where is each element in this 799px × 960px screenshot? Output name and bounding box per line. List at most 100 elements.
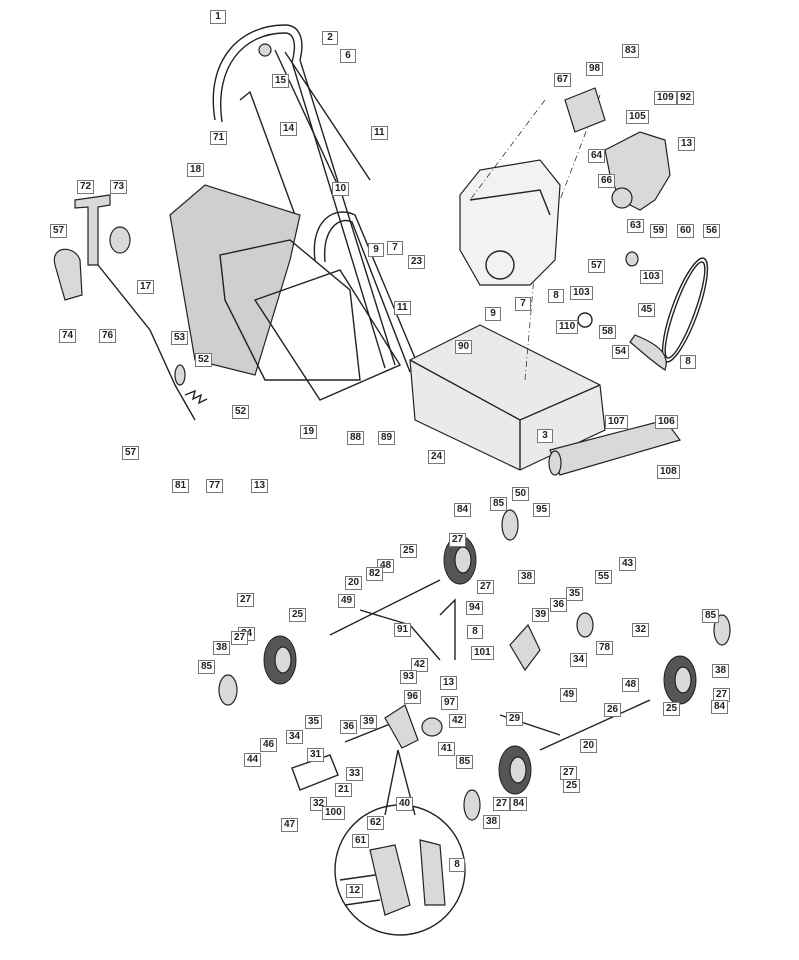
part-callout-38: 38 [518,570,536,584]
part-callout-78: 78 [596,641,614,655]
part-callout-26: 26 [604,703,622,717]
part-callout-8: 8 [680,355,696,369]
part-callout-2: 2 [322,31,338,45]
part-callout-67: 67 [554,73,572,87]
part-callout-45: 45 [638,303,656,317]
part-callout-76: 76 [99,329,117,343]
part-callout-36: 36 [550,598,568,612]
part-callout-27: 27 [477,580,495,594]
part-callout-81: 81 [172,479,190,493]
part-callout-13: 13 [678,137,696,151]
belt-drive [564,87,709,371]
part-callout-39: 39 [360,715,378,729]
part-callout-23: 23 [408,255,426,269]
part-callout-73: 73 [110,180,128,194]
part-callout-20: 20 [345,576,363,590]
part-callout-15: 15 [272,74,290,88]
engine [459,94,601,286]
part-callout-7: 7 [515,297,531,311]
part-callout-46: 46 [260,738,278,752]
part-callout-39: 39 [532,608,550,622]
part-callout-83: 83 [622,44,640,58]
part-callout-60: 60 [677,224,695,238]
part-callout-9: 9 [485,307,501,321]
part-callout-7: 7 [387,241,403,255]
part-callout-3: 3 [537,429,553,443]
part-callout-29: 29 [506,712,524,726]
axles [291,579,651,791]
part-callout-50: 50 [512,487,530,501]
part-callout-21: 21 [335,783,353,797]
part-callout-91: 91 [394,623,412,637]
part-callout-97: 97 [441,696,459,710]
part-callout-11: 11 [371,126,388,140]
part-callout-94: 94 [466,601,484,615]
part-callout-59: 59 [650,224,668,238]
part-callout-35: 35 [305,715,323,729]
part-callout-13: 13 [440,676,458,690]
part-callout-24: 24 [428,450,446,464]
part-callout-57: 57 [588,259,606,273]
part-callout-54: 54 [612,345,630,359]
part-callout-110: 110 [556,320,579,334]
part-callout-62: 62 [367,816,385,830]
lower-handle [313,211,421,371]
part-callout-85: 85 [456,755,474,769]
part-callout-85: 85 [490,497,508,511]
part-callout-72: 72 [77,180,95,194]
part-callout-8: 8 [449,858,465,872]
part-callout-100: 100 [322,806,345,820]
part-callout-42: 42 [449,714,467,728]
rear-roller [548,419,681,476]
part-callout-38: 38 [213,641,231,655]
part-callout-27: 27 [449,533,467,547]
part-callout-19: 19 [300,425,318,439]
part-callout-32: 32 [632,623,650,637]
part-callout-25: 25 [400,544,418,558]
part-callout-49: 49 [560,688,578,702]
part-callout-36: 36 [340,720,358,734]
part-callout-58: 58 [599,325,617,339]
part-callout-25: 25 [289,608,307,622]
part-callout-43: 43 [619,557,637,571]
part-callout-38: 38 [712,664,730,678]
part-callout-12: 12 [346,884,364,898]
part-callout-49: 49 [338,594,356,608]
part-callout-52: 52 [195,353,213,367]
part-callout-64: 64 [588,149,606,163]
part-callout-63: 63 [627,219,645,233]
part-callout-66: 66 [598,174,616,188]
part-callout-25: 25 [563,779,581,793]
part-callout-96: 96 [404,690,422,704]
part-callout-27: 27 [560,766,578,780]
part-callout-84: 84 [454,503,472,517]
part-callout-48: 48 [622,678,640,692]
part-callout-14: 14 [280,122,298,136]
part-callout-103: 103 [640,270,663,284]
part-callout-92: 92 [677,91,695,105]
part-callout-34: 34 [286,730,304,744]
part-callout-13: 13 [251,479,269,493]
part-callout-33: 33 [346,767,364,781]
part-callout-77: 77 [206,479,224,493]
part-callout-71: 71 [210,131,228,145]
wheels [218,509,731,821]
part-callout-106: 106 [655,415,678,429]
part-callout-10: 10 [332,182,350,196]
part-callout-11: 11 [394,301,411,315]
part-callout-25: 25 [663,702,681,716]
part-callout-82: 82 [366,567,384,581]
part-callout-9: 9 [368,243,384,257]
handle-assembly [212,24,396,369]
part-callout-41: 41 [438,742,456,756]
part-callout-38: 38 [483,815,501,829]
part-callout-61: 61 [352,834,370,848]
grass-bag [169,184,402,401]
part-callout-89: 89 [378,431,396,445]
part-callout-105: 105 [626,110,649,124]
part-callout-103: 103 [570,286,593,300]
part-callout-109: 109 [654,91,677,105]
part-callout-8: 8 [548,289,564,303]
part-callout-17: 17 [137,280,155,294]
